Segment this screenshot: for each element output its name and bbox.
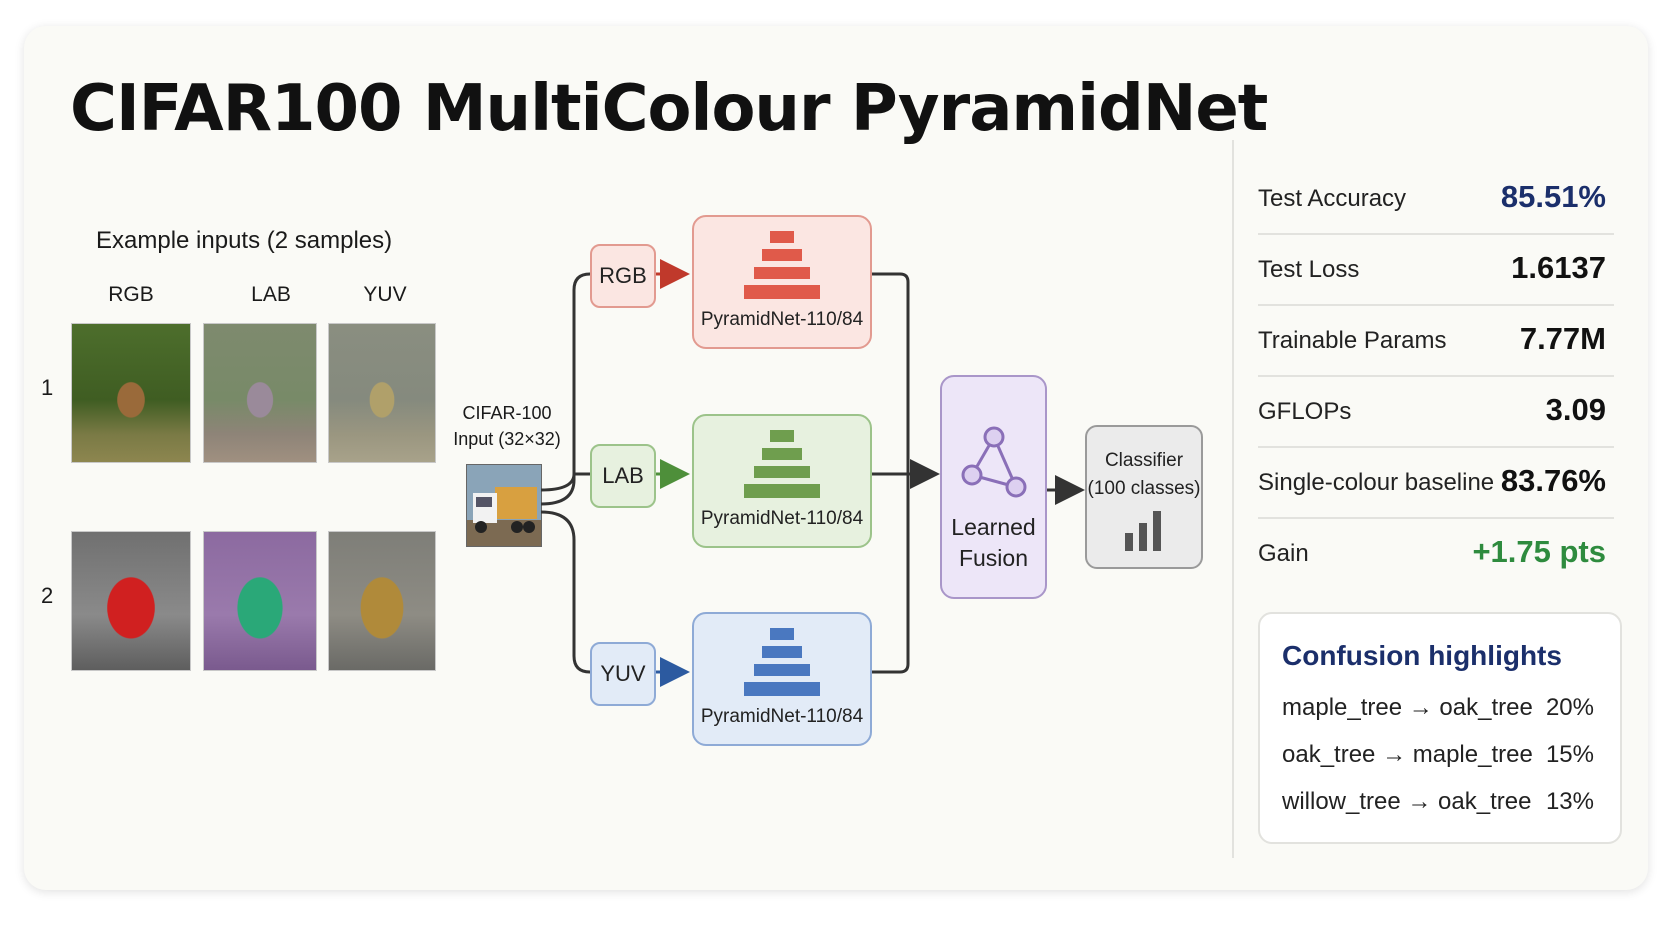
graph-icon <box>961 426 1027 498</box>
confusion-pair: maple_tree → oak_tree <box>1282 694 1533 721</box>
metric-value: 3.09 <box>1545 392 1606 427</box>
sample-1-rgb-image <box>71 323 191 463</box>
metric-value: 85.51% <box>1500 179 1606 214</box>
sample-2-lab-image <box>203 531 317 671</box>
classifier-label: Classifier (100 classes) <box>1087 447 1201 503</box>
truck-icon <box>467 465 541 546</box>
metric-label: Test Loss <box>1258 256 1360 283</box>
confusion-percent: 20% <box>1545 694 1594 721</box>
confusion-title: Confusion highlights <box>1282 640 1562 671</box>
metric-value: 1.6137 <box>1511 250 1606 285</box>
wire-input-to-yuv <box>540 510 591 674</box>
metric-label: Single-colour baseline <box>1258 469 1495 496</box>
confusion-row: maple_tree → oak_tree 20% <box>1282 694 1602 724</box>
wire-input-to-rgb <box>540 272 591 506</box>
row-number-1: 1 <box>41 375 54 400</box>
wire-input-to-lab <box>540 472 590 492</box>
colour-box-lab: LAB <box>590 444 656 508</box>
metric-label: Test Accuracy <box>1258 185 1407 212</box>
pyramid-icon-yuv <box>744 628 820 696</box>
input-truck-image <box>466 464 542 547</box>
metric-row-trainable-params: Trainable Params 7.77M <box>1258 305 1614 377</box>
input-label-line1: CIFAR-100 <box>462 403 552 423</box>
bar-chart-icon <box>1125 511 1161 551</box>
pyramid-icon-lab <box>744 430 820 498</box>
confusion-highlights-panel: Confusion highlights maple_tree → oak_tr… <box>1258 612 1622 844</box>
classifier-label-line2: (100 classes) <box>1087 478 1201 499</box>
metric-label: Gain <box>1258 540 1309 567</box>
metric-row-test-loss: Test Loss 1.6137 <box>1258 234 1614 306</box>
metric-row-gflops: GFLOPs 3.09 <box>1258 376 1614 448</box>
colour-box-yuv: YUV <box>590 642 656 706</box>
pyramidnet-box-lab: PyramidNet-110/84 <box>692 414 872 548</box>
confusion-pair: oak_tree → maple_tree <box>1282 741 1533 768</box>
sample-1-lab-image <box>203 323 317 463</box>
metric-label: GFLOPs <box>1258 398 1352 425</box>
pyramidnet-box-yuv: PyramidNet-110/84 <box>692 612 872 746</box>
column-header-rgb: RGB <box>108 283 154 306</box>
colour-box-rgb: RGB <box>590 244 656 308</box>
confusion-percent: 13% <box>1545 788 1594 815</box>
metric-label: Trainable Params <box>1258 327 1447 354</box>
confusion-row: oak_tree → maple_tree 15% <box>1282 741 1602 771</box>
samples-heading: Example inputs (2 samples) <box>96 227 393 254</box>
metric-value: 83.76% <box>1500 463 1606 498</box>
confusion-row: willow_tree → oak_tree 13% <box>1282 788 1602 818</box>
pyramidnet-label-yuv: PyramidNet-110/84 <box>700 706 864 727</box>
metric-row-test-accuracy: Test Accuracy 85.51% <box>1258 163 1614 235</box>
fusion-label-line2: Fusion <box>958 545 1029 571</box>
row-number-2: 2 <box>41 583 54 608</box>
learned-fusion-box: Learned Fusion <box>940 375 1047 599</box>
confusion-percent: 15% <box>1545 741 1594 768</box>
metric-row-single-colour-baseline: Single-colour baseline 83.76% <box>1258 447 1614 519</box>
classifier-label-line1: Classifier <box>1104 450 1184 471</box>
sample-2-rgb-image <box>71 531 191 671</box>
input-label: CIFAR-100 Input (32×32) <box>452 400 562 452</box>
pyramidnet-box-rgb: PyramidNet-110/84 <box>692 215 872 349</box>
pyramidnet-label-lab: PyramidNet-110/84 <box>700 508 864 529</box>
pyramid-icon-rgb <box>744 231 820 299</box>
pyramidnet-label-rgb: PyramidNet-110/84 <box>700 309 864 330</box>
metric-value: 7.77M <box>1519 321 1606 356</box>
column-header-lab: LAB <box>251 283 291 306</box>
panel-divider <box>1232 140 1234 858</box>
metric-row-gain: Gain +1.75 pts <box>1258 518 1614 588</box>
sample-2-yuv-image <box>328 531 436 671</box>
fusion-label: Learned Fusion <box>942 512 1045 574</box>
confusion-pair: willow_tree → oak_tree <box>1282 788 1532 815</box>
metric-value: +1.75 pts <box>1472 534 1606 569</box>
page-title: CIFAR100 MultiColour PyramidNet <box>70 72 1268 146</box>
fusion-label-line1: Learned <box>951 514 1036 540</box>
sample-1-yuv-image <box>328 323 436 463</box>
column-header-yuv: YUV <box>363 283 407 306</box>
classifier-box: Classifier (100 classes) <box>1085 425 1203 569</box>
input-label-line2: Input (32×32) <box>453 429 561 449</box>
